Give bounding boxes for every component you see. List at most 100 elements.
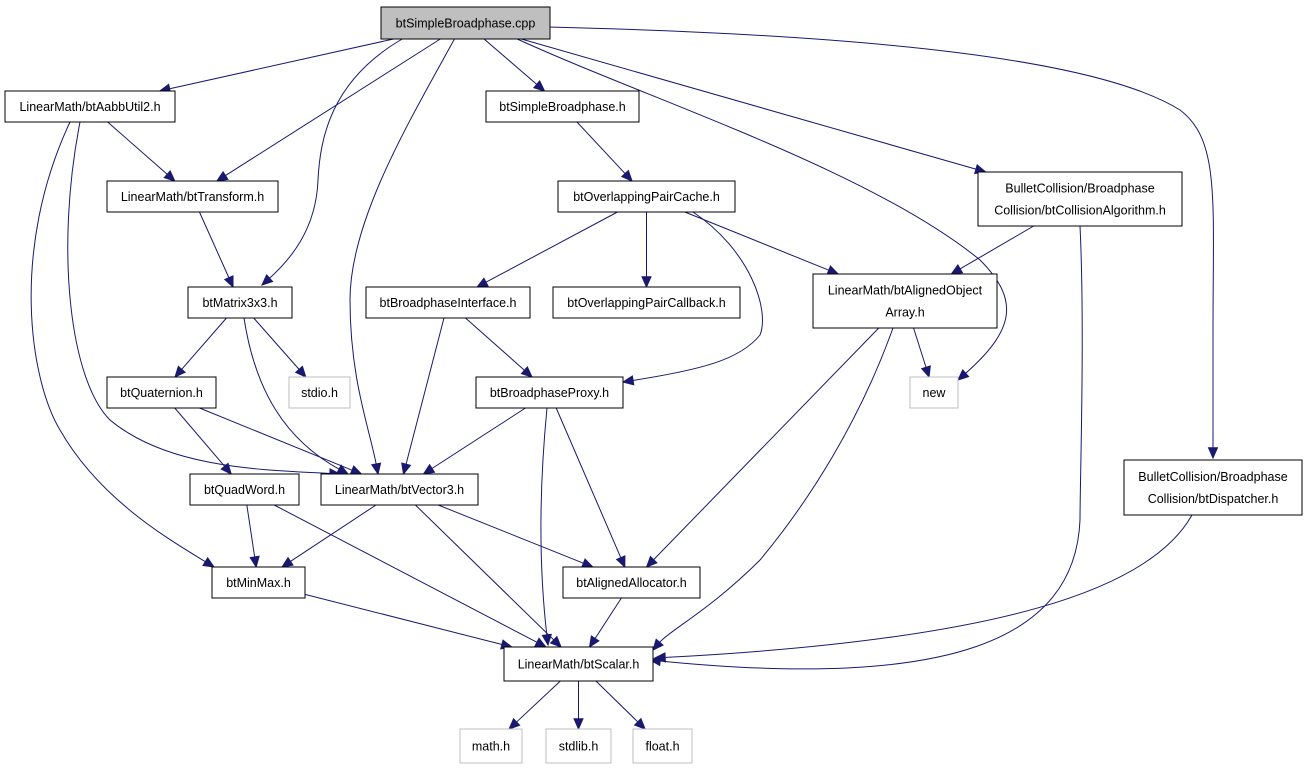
node-label: btQuaternion.h [120, 386, 203, 400]
arrowhead [653, 652, 666, 663]
edge-scalar-to-float [595, 680, 646, 730]
arrowhead [220, 462, 233, 475]
edge-scalar-to-stdlib [573, 681, 584, 731]
node-scalar[interactable]: LinearMath/btScalar.h [503, 646, 654, 682]
node-box [106, 376, 217, 409]
arrowhead [202, 556, 216, 568]
arrowhead [280, 556, 294, 568]
edge-line [540, 407, 548, 637]
node-bpp[interactable]: btBroadphaseProxy.h [475, 376, 624, 409]
node-matrix[interactable]: btMatrix3x3.h [187, 286, 293, 319]
node-box [320, 473, 479, 506]
node-box [503, 646, 654, 682]
arrowhead [294, 365, 307, 378]
node-math: math.h [459, 728, 523, 764]
edge-bpi-to-bpp [465, 317, 533, 378]
edge-alloc-to-scalar [588, 597, 622, 649]
node-box [211, 566, 306, 599]
node-label: BulletCollision/Broadphase [1005, 182, 1154, 196]
edge-line [167, 38, 394, 90]
edge-bpp-to-alloc [555, 407, 626, 569]
node-label: btBroadphaseProxy.h [490, 386, 609, 400]
edge-line [273, 504, 539, 644]
arrowhead [541, 633, 552, 647]
edge-line [430, 407, 526, 470]
node-box [909, 376, 959, 409]
edge-line [958, 225, 1034, 271]
arrowhead [508, 717, 521, 730]
edge-aoa-to-new [913, 327, 931, 379]
node-opcb[interactable]: btOverlappingPairCallback.h [552, 286, 741, 319]
edge-opc-to-bpp [621, 211, 763, 386]
node-aabbutil[interactable]: LinearMath/btAabbUtil2.h [4, 90, 176, 123]
node-minmax[interactable]: btMinMax.h [211, 566, 306, 599]
edge-dispatcher-to-scalar [653, 514, 1193, 663]
node-sbh[interactable]: btSimpleBroadphase.h [485, 90, 640, 123]
node-quadword[interactable]: btQuadWord.h [189, 473, 300, 506]
node-float: float.h [632, 728, 693, 764]
node-label: btSimpleBroadphase.h [499, 100, 626, 114]
edge-line [595, 680, 640, 724]
node-label: stdio.h [301, 386, 338, 400]
arrowhead [620, 169, 633, 182]
node-vector3[interactable]: LinearMath/btVector3.h [320, 473, 479, 506]
edge-line [268, 37, 405, 280]
node-box [189, 473, 300, 506]
node-label: Array.h [885, 306, 924, 320]
edge-line [67, 121, 332, 475]
node-collalg[interactable]: BulletCollision/BroadphaseCollision/btCo… [977, 171, 1183, 227]
node-label: LinearMath/btAabbUtil2.h [19, 100, 160, 114]
arrowhead [950, 264, 964, 275]
edge-line [555, 407, 622, 560]
node-alloc[interactable]: btAlignedAllocator.h [562, 566, 701, 599]
edge-root-to-dispatcher [547, 26, 1219, 460]
edge-opc-to-aoa [684, 211, 840, 275]
node-transform[interactable]: LinearMath/btTransform.h [106, 180, 279, 213]
arrowhead [532, 80, 546, 92]
edge-root-to-matrix [261, 37, 405, 286]
node-label: LinearMath/btAlignedObject [828, 284, 983, 298]
arrowhead [163, 169, 176, 182]
node-label: btAlignedAllocator.h [576, 576, 687, 590]
node-label: btSimpleBroadphase.cpp [396, 17, 536, 31]
arrowhead [645, 555, 658, 568]
node-root[interactable]: btSimpleBroadphase.cpp [380, 6, 551, 40]
edge-line [253, 317, 301, 371]
edge-transform-to-matrix [198, 211, 234, 289]
node-label: Collision/btCollisionAlgorithm.h [994, 204, 1166, 218]
edge-line [349, 37, 456, 466]
node-bpi[interactable]: btBroadphaseInterface.h [365, 286, 531, 319]
edge-line [576, 121, 627, 176]
node-label: btQuadWord.h [204, 483, 285, 497]
node-box [557, 180, 736, 213]
edge-root-to-collalg [521, 38, 987, 175]
edge-bpp-to-vector3 [422, 407, 526, 475]
edge-vector3-to-alloc [437, 504, 594, 568]
node-box [187, 286, 293, 319]
node-box [545, 728, 612, 764]
edge-bpi-to-vector3 [401, 317, 445, 476]
node-label: btMatrix3x3.h [202, 296, 277, 310]
node-box [288, 376, 351, 409]
edge-minmax-to-scalar [304, 593, 513, 650]
edge-line [465, 317, 526, 372]
node-box [106, 180, 279, 213]
edge-vector3-to-scalar [415, 504, 562, 648]
node-box [552, 286, 741, 319]
node-label: btMinMax.h [226, 576, 291, 590]
arrowhead [549, 635, 562, 648]
node-quat[interactable]: btQuaternion.h [106, 376, 217, 409]
arrowhead [580, 558, 594, 568]
arrowhead [652, 638, 664, 651]
node-label: LinearMath/btTransform.h [121, 190, 264, 204]
node-box [562, 566, 701, 599]
node-box [365, 286, 531, 319]
edge-root-to-vector3 [349, 37, 456, 476]
edge-matrix-to-stdio [253, 317, 307, 378]
node-opc[interactable]: btOverlappingPairCache.h [557, 180, 736, 213]
arrowhead [957, 368, 970, 381]
node-dispatcher[interactable]: BulletCollision/BroadphaseCollision/btDi… [1123, 459, 1303, 516]
edge-line [180, 317, 227, 371]
edge-line [658, 225, 1083, 670]
